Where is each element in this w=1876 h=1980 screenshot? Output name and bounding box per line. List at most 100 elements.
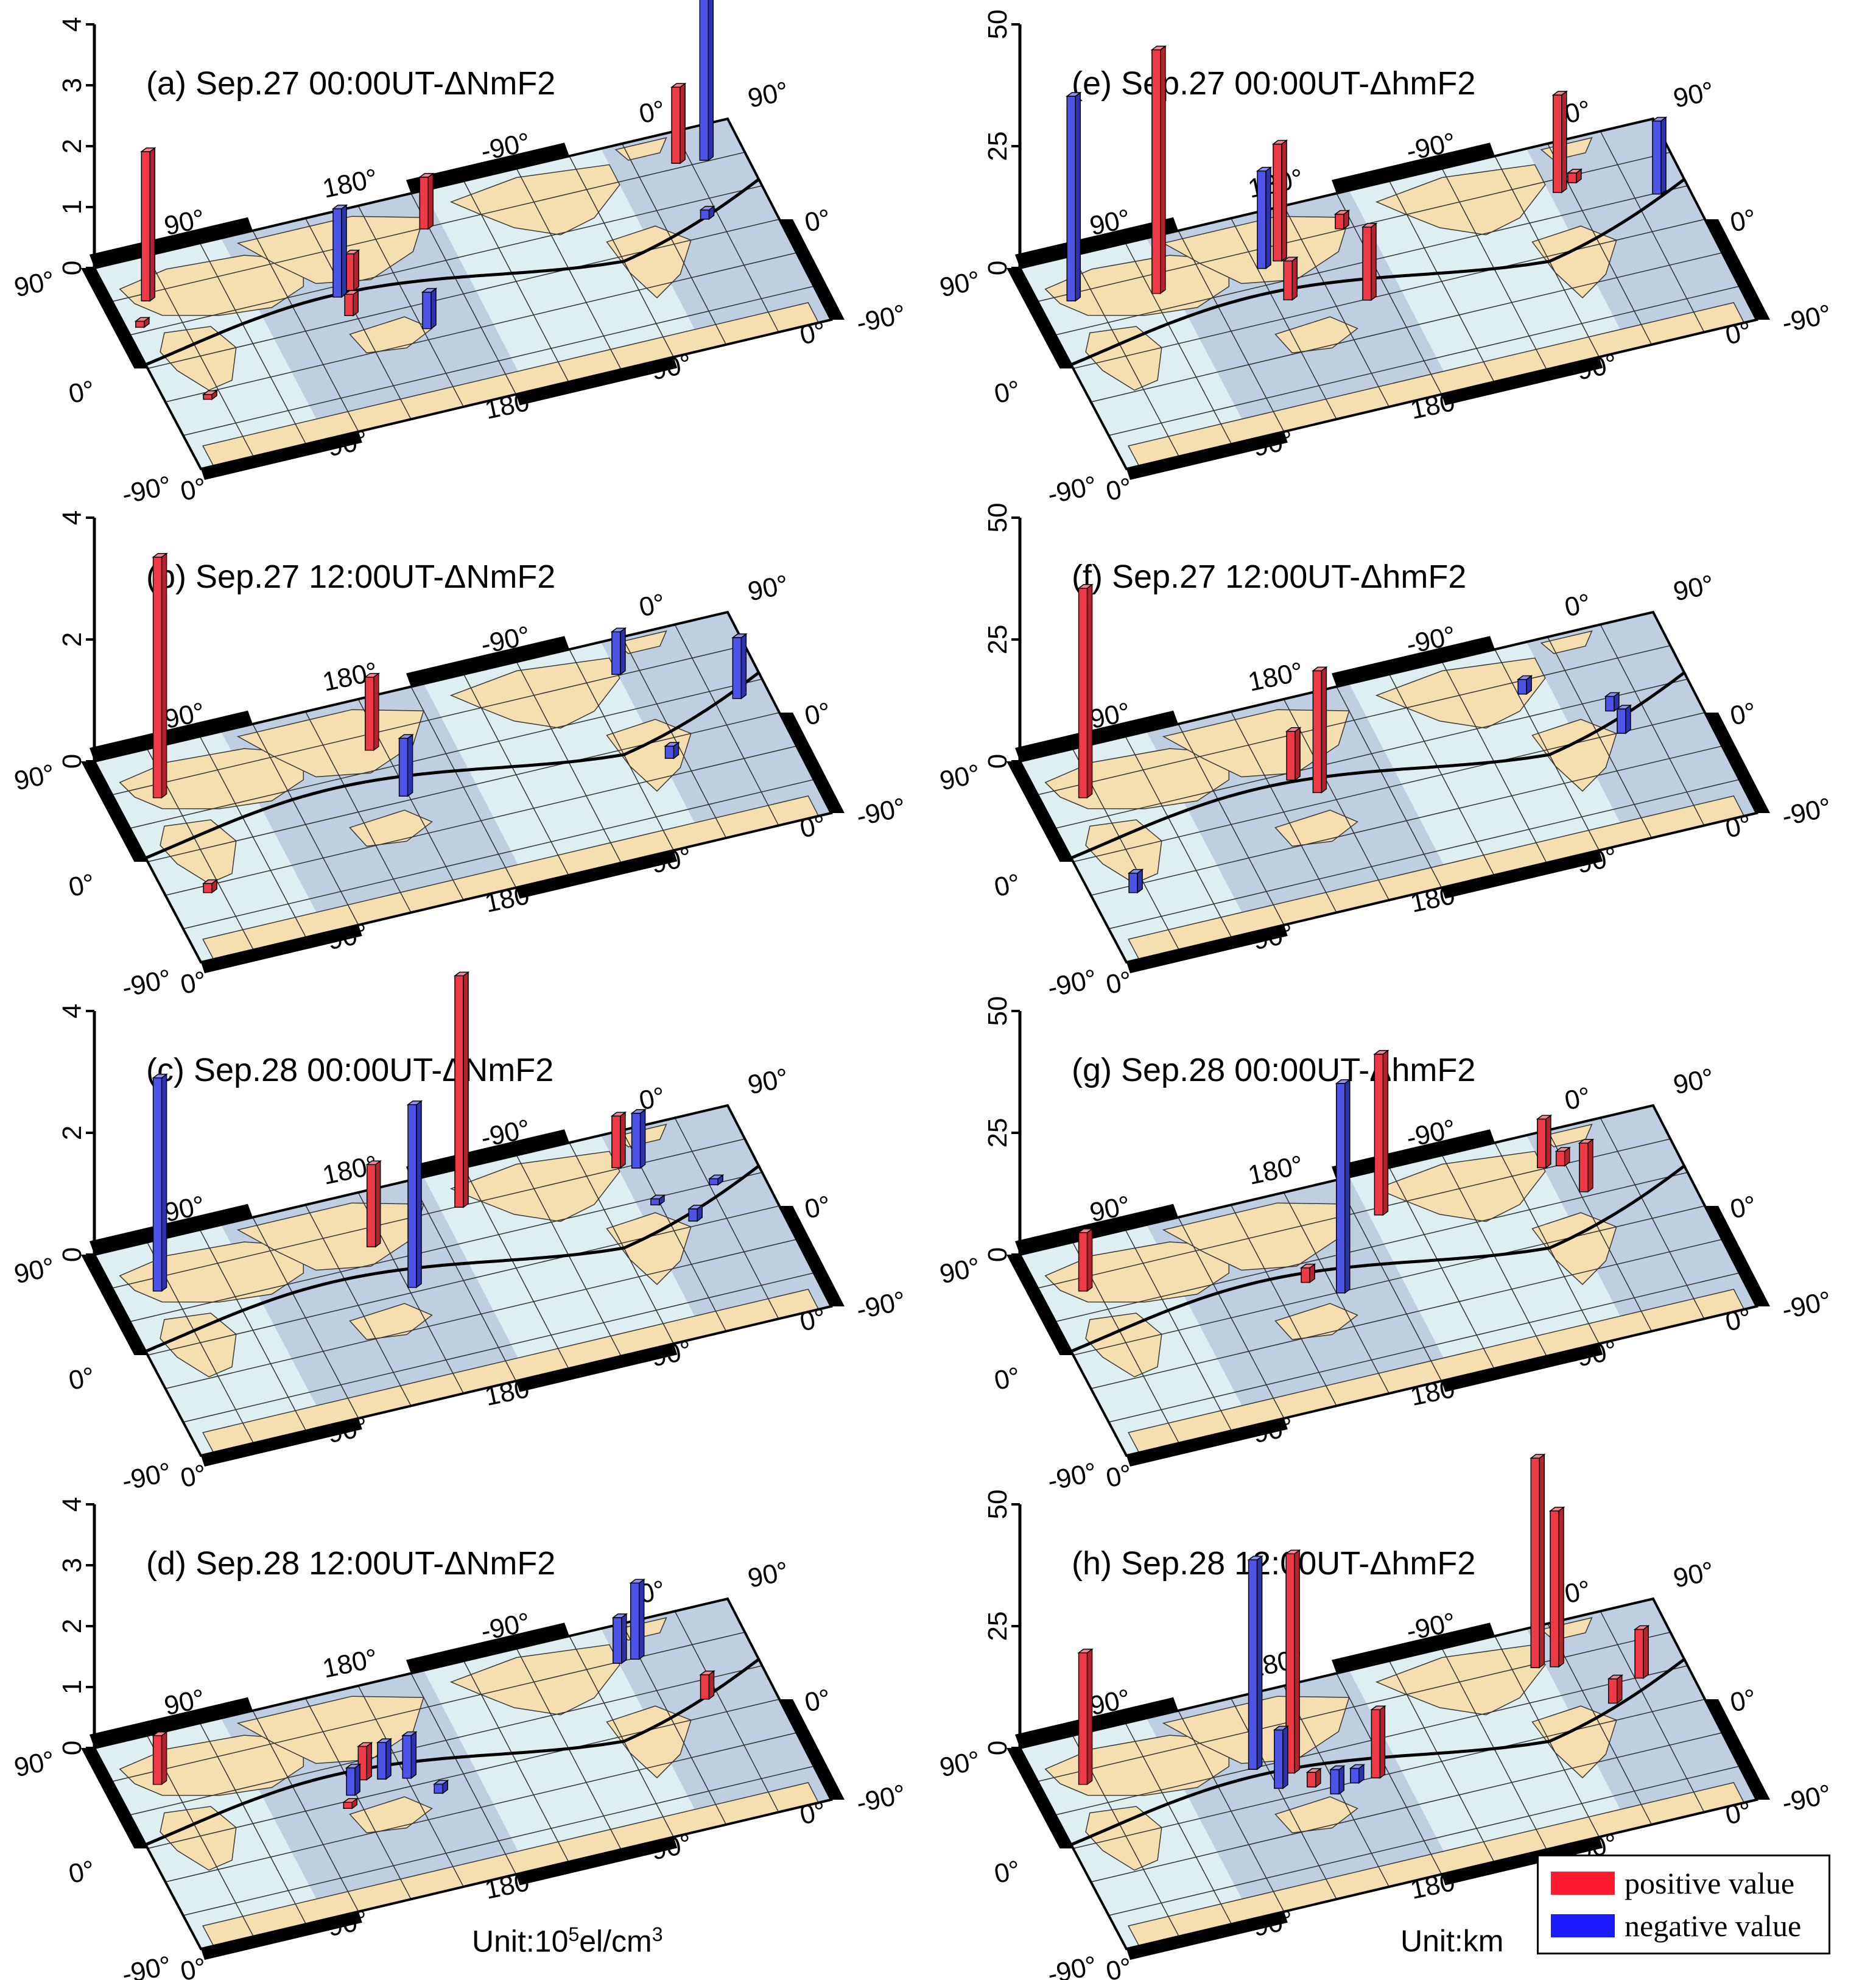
back-lon-tick-label: 0° <box>1562 1575 1593 1610</box>
bar-front-face <box>732 637 742 699</box>
z-axis-tick-label: 25 <box>983 1612 1013 1641</box>
panel-a: 0°90°180°-90°0°90°180°-90°0°90°0°-90°90°… <box>12 0 908 510</box>
bar-negative <box>687 1204 704 1222</box>
bar-front-face <box>152 1735 163 1785</box>
bar-side-face <box>407 733 413 797</box>
bar-front-face <box>611 631 621 675</box>
magnetic-equator-line <box>1070 178 1685 367</box>
z-axis-tick-label: 0 <box>983 261 1013 275</box>
bar-front-face <box>1248 1559 1258 1770</box>
map-parallel <box>111 645 745 795</box>
bar-negative <box>1256 166 1273 270</box>
map-parallel <box>1073 1699 1706 1849</box>
map-parallel <box>130 1665 762 1816</box>
back-lon-tick-label: 180° <box>320 163 380 204</box>
left-lat-tick-label: 90° <box>937 1252 983 1290</box>
bar-front-face <box>1283 260 1293 301</box>
z-axis-tick-label: 50 <box>983 996 1013 1026</box>
front-lon-tick-label: 0° <box>797 1796 828 1831</box>
bar-top-face <box>1335 1079 1352 1084</box>
map-frame-tick <box>201 431 362 480</box>
bar-positive <box>1566 168 1583 184</box>
z-axis-tick-label: 4 <box>57 1497 87 1512</box>
bar-top-face <box>1282 256 1299 262</box>
bar-side-face <box>427 172 434 230</box>
bar-negative <box>629 1578 645 1660</box>
map-parallel <box>147 1205 780 1356</box>
bar-side-face <box>1616 1674 1623 1704</box>
bar-top-face <box>152 1731 168 1736</box>
map-frame-tick <box>1332 1622 1495 1674</box>
z-axis-tick-label: 0 <box>983 1741 1013 1755</box>
bar-positive <box>1271 139 1288 262</box>
bar-front-face <box>1607 1678 1618 1704</box>
left-lat-tick-label: 90° <box>937 1746 983 1783</box>
bar-side-face <box>1660 116 1667 196</box>
bar-side-face <box>385 1738 392 1780</box>
bar-top-face <box>1633 1625 1650 1630</box>
bar-front-face <box>1151 49 1161 294</box>
map-frame-tick <box>1015 1697 1178 1748</box>
legend-item-negative: negative value <box>1551 1908 1801 1944</box>
bar-top-face <box>1271 139 1288 145</box>
bar-front-face <box>203 883 213 893</box>
z-axis-tick-label: 3 <box>57 1558 87 1573</box>
left-lat-tick-label: 90° <box>12 759 57 797</box>
bar-top-face <box>1361 222 1378 228</box>
bar-front-face <box>1078 587 1088 798</box>
bar-front-face <box>1330 1769 1340 1795</box>
map-frame-tick <box>779 1206 845 1306</box>
bar-positive <box>1373 1049 1389 1216</box>
bar-front-face <box>346 1767 356 1796</box>
magnetic-equator-line <box>145 178 760 367</box>
bar-top-face <box>1530 1454 1546 1459</box>
bar-positive <box>1312 666 1328 794</box>
z-axis-tick-label: 0 <box>983 754 1013 769</box>
left-lat-tick-label: 0° <box>992 1362 1023 1397</box>
bar-top-face <box>1150 45 1167 51</box>
bar-positive <box>1333 210 1351 230</box>
bar-front-face <box>135 320 145 328</box>
legend: positive value negative value <box>1537 1855 1830 1954</box>
bar-top-face <box>1077 1648 1094 1654</box>
map-frame-tick <box>406 143 569 194</box>
bar-side-face <box>1625 704 1631 735</box>
bar-side-face <box>1643 1624 1649 1679</box>
panel-title: (b) Sep.27 12:00UT-ΔNmF2 <box>146 558 555 595</box>
z-axis-tick-label: 2 <box>57 1619 87 1633</box>
bar-top-face <box>1077 583 1094 589</box>
z-axis-tick-label: 1 <box>57 200 87 214</box>
bar-negative <box>1066 91 1082 302</box>
bar-top-face <box>406 1101 423 1105</box>
left-lat-tick-label: 90° <box>12 266 57 303</box>
bar-side-face <box>1291 256 1298 301</box>
map-parallel <box>1037 1632 1671 1782</box>
panel-title: (g) Sep.28 00:00UT-ΔhmF2 <box>1072 1052 1475 1088</box>
bar-side-face <box>1086 583 1093 799</box>
bar-top-face <box>1536 1115 1553 1120</box>
bar-positive <box>1305 1767 1323 1788</box>
bar-negative <box>708 1174 725 1186</box>
map-parallel <box>165 1239 797 1389</box>
bar-front-face <box>1274 1729 1284 1789</box>
bar-side-face <box>1545 1114 1551 1169</box>
bar-front-face <box>1066 96 1077 301</box>
bar-front-face <box>1652 120 1662 195</box>
bar-side-face <box>1295 727 1301 781</box>
front-lon-tick-label: 0° <box>1723 809 1754 844</box>
map-parallel <box>183 286 814 436</box>
map-parallel <box>1108 286 1740 436</box>
panel-e: 0°90°180°-90°0°90°180°-90°0°90°0°-90°90°… <box>937 10 1834 510</box>
bar-top-face <box>610 627 627 633</box>
back-lon-tick-label: 0° <box>1562 95 1593 130</box>
map-frame-tick <box>1332 1129 1495 1180</box>
left-lat-tick-label: 90° <box>12 1746 57 1783</box>
z-axis-tick-label: 4 <box>57 1004 87 1018</box>
map-frame-tick <box>201 1911 362 1960</box>
bar-top-face <box>453 971 470 977</box>
map-parallel <box>165 252 797 403</box>
front-lon-tick-label: 0° <box>1723 1303 1754 1337</box>
map-frame-tick <box>1126 431 1288 480</box>
panel-c: 0°90°180°-90°0°90°180°-90°0°90°0°-90°90°… <box>12 971 908 1496</box>
bar-top-face <box>421 287 438 293</box>
